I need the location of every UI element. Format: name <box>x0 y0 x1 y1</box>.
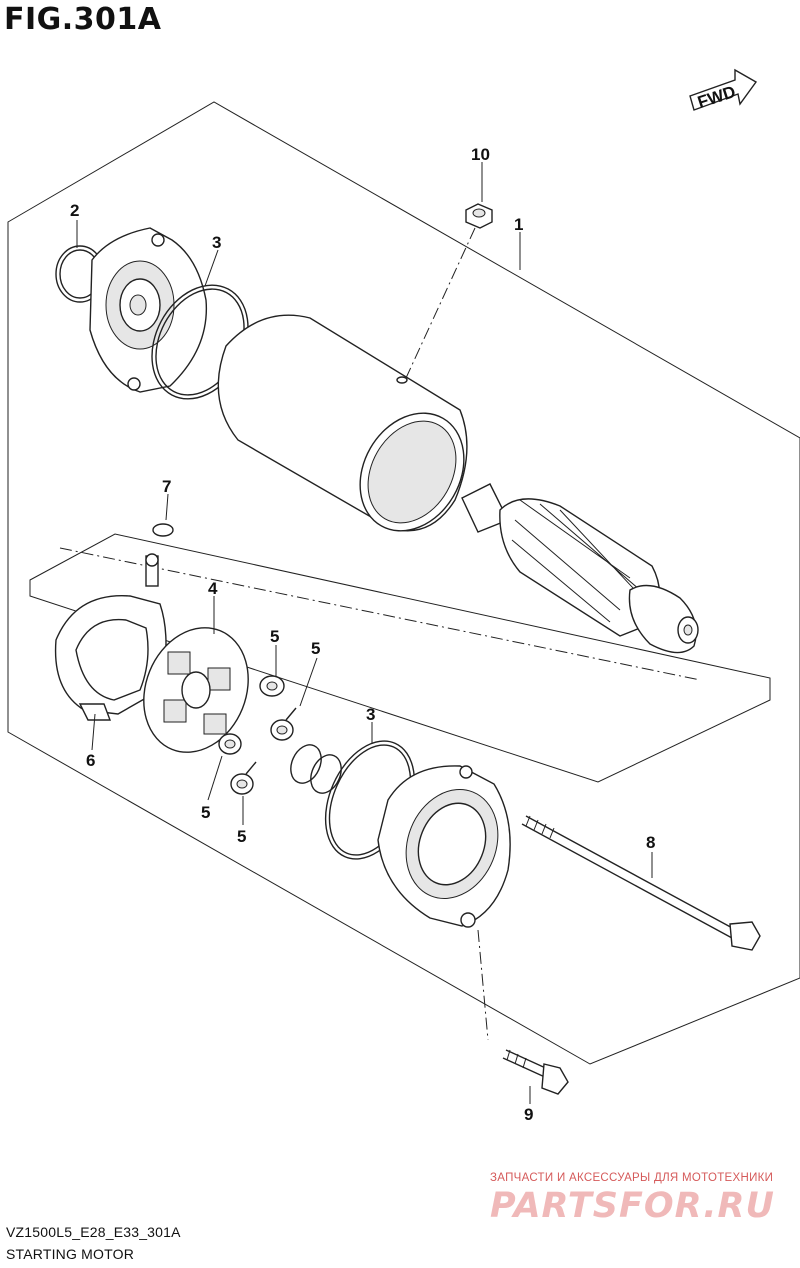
brush-part-5c <box>218 733 242 755</box>
callout-5-a: 5 <box>270 627 279 646</box>
washer-b <box>310 754 342 794</box>
callout-3-lower: 3 <box>366 705 375 724</box>
nut-part-10 <box>465 203 493 229</box>
callout-5-c: 5 <box>201 803 210 822</box>
callout-5-b: 5 <box>311 639 320 658</box>
callout-6: 6 <box>86 751 95 770</box>
callout-5-d: 5 <box>237 827 246 846</box>
washer-a <box>290 744 322 784</box>
armature <box>461 483 699 654</box>
center-line-brush <box>59 547 701 681</box>
callout-3-upper: 3 <box>212 233 221 252</box>
watermark-tagline: ЗАПЧАСТИ И АКСЕССУАРЫ ДЛЯ МОТОТЕХНИКИ <box>490 1172 774 1184</box>
callout-1: 1 <box>514 215 523 234</box>
yoke-part-1 <box>217 314 468 532</box>
brush-part-5a <box>259 675 285 697</box>
washer-part-7 <box>152 523 174 537</box>
figure-code: VZ1500L5_E28_E33_301A <box>6 1224 181 1240</box>
brush-holder-part-6 <box>54 553 167 721</box>
brush-plate-part-4 <box>143 627 249 753</box>
callout-8: 8 <box>646 833 655 852</box>
watermark-logo: PARTSFOR.RU <box>490 1186 775 1226</box>
rear-cover-housing <box>377 765 511 928</box>
through-bolt-part-8 <box>521 815 761 951</box>
brush-part-5d <box>230 761 257 795</box>
front-cover-housing <box>89 227 208 393</box>
assembly-outline <box>7 101 800 1065</box>
callout-9: 9 <box>524 1105 533 1124</box>
bolt-part-9 <box>502 1049 569 1095</box>
callout-10: 10 <box>471 145 490 164</box>
center-line-bolt <box>477 929 489 1041</box>
brush-part-5b <box>270 707 297 741</box>
brush-group-outline <box>29 533 771 783</box>
figure-title: FIG.301A <box>4 2 162 37</box>
leader-lines <box>76 162 653 1104</box>
callout-7: 7 <box>162 477 171 496</box>
center-line-nut <box>405 227 476 379</box>
callout-4: 4 <box>208 579 218 598</box>
fwd-arrow-icon: FWD <box>689 68 758 112</box>
figure-caption: STARTING MOTOR <box>6 1246 135 1262</box>
callout-2: 2 <box>70 201 79 220</box>
fwd-label: FWD <box>695 82 738 112</box>
